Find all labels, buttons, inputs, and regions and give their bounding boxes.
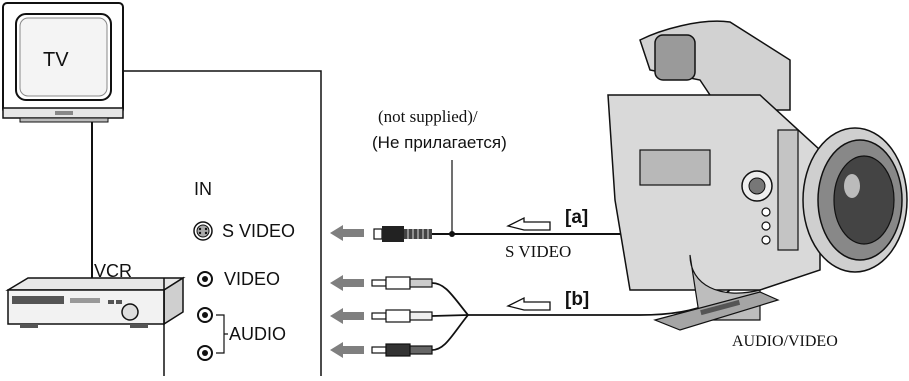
video-jack-label: VIDEO (224, 269, 281, 289)
vcr-icon (5, 276, 186, 328)
direction-arrow-b-icon (506, 296, 551, 311)
marker-a-label: [a] (565, 207, 589, 228)
audio-video-label: AUDIO/VIDEO (732, 333, 838, 350)
arrow-video-icon (330, 275, 364, 291)
tv-label: TV (43, 49, 69, 71)
rca-plugs-icon (371, 276, 433, 357)
s-video-jack-icon (193, 221, 213, 241)
audio-jack-label: AUDIO (229, 324, 287, 344)
audio-jack-left-icon (197, 307, 213, 323)
not-supplied-label: (not supplied)/ (378, 107, 478, 126)
not-supplied-ru-label: (Не прилагается) (372, 133, 507, 152)
input-panel-outline (124, 70, 322, 376)
input-header-label: IN (194, 179, 212, 199)
audio-jack-right-icon (197, 345, 213, 361)
direction-arrow-a-icon (506, 216, 551, 231)
s-video-jack-label: S VIDEO (222, 221, 296, 241)
camcorder-icon (607, 20, 908, 331)
s-video-plug-icon (373, 226, 432, 242)
vcr-label: VCR (94, 261, 133, 281)
s-video-cable-label: S VIDEO (505, 242, 572, 261)
marker-b-label: [b] (565, 289, 590, 310)
arrow-s-video-icon (330, 225, 364, 241)
signal-arrows (330, 225, 364, 358)
arrow-audio-l-icon (330, 308, 364, 324)
tv-icon (2, 2, 124, 123)
audio-bracket (216, 314, 228, 354)
arrow-audio-r-icon (330, 342, 364, 358)
video-jack-icon (197, 271, 213, 287)
